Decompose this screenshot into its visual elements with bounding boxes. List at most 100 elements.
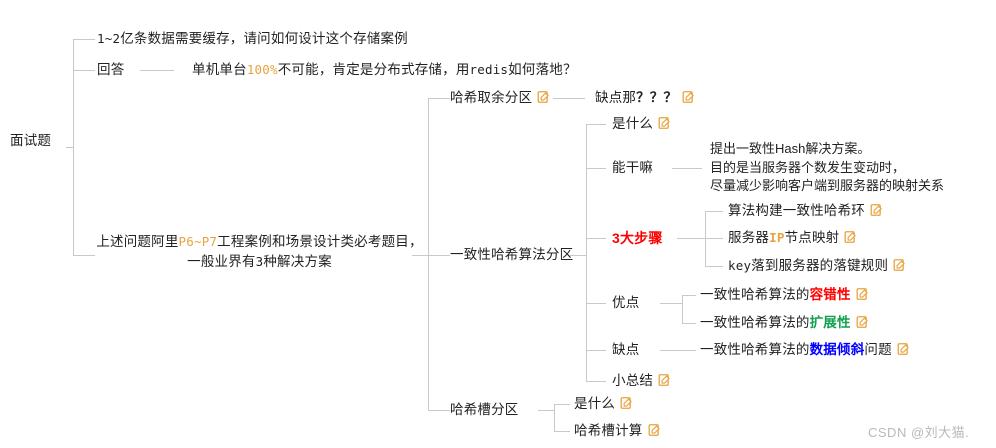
child-what-connector (586, 124, 606, 125)
child-steps-connector (586, 238, 606, 239)
step1-connector (705, 211, 723, 212)
note-edit-icon[interactable] (856, 287, 869, 301)
consistent-hash-out-stub (570, 255, 586, 256)
node-what-is-it[interactable]: 是什么 (612, 115, 671, 133)
branch-answer-connector (73, 70, 95, 71)
pro-1-keyword: 容错性 (809, 287, 851, 302)
step3-connector (705, 266, 723, 267)
node-question[interactable]: 1~2亿条数据需要缓存，请问如何设计这个存储案例 (97, 30, 408, 48)
step2-connector (705, 238, 723, 239)
root-node-label[interactable]: 面试题 (10, 133, 52, 148)
consistent-hash-trunk (586, 124, 587, 381)
answer-detail-percent: 100% (246, 62, 278, 77)
child-cando-connector (586, 168, 606, 169)
step-2-label-ip: IP (769, 230, 785, 245)
pro-2-prefix: 一致性哈希算法的 (700, 315, 810, 330)
step-2-label-a: 服务器 (728, 230, 770, 245)
pro-2-keyword: 扩展性 (809, 315, 851, 330)
con-1-suffix: 问题 (864, 342, 892, 357)
topic-hashmod-connector (428, 98, 450, 99)
con-1-keyword: 数据倾斜 (809, 342, 865, 357)
node-answer-detail[interactable]: 单机单台100%不可能，肯定是分布式存储，用redis如何落地？ (192, 61, 577, 79)
step-3-label-key: key (728, 258, 752, 273)
node-pros[interactable]: 优点 (612, 295, 640, 310)
drawback-text: 缺点那 (595, 90, 637, 105)
con-1-prefix: 一致性哈希算法的 (700, 342, 810, 357)
summary-label: 小总结 (612, 373, 654, 388)
child-cons-connector (586, 350, 606, 351)
node-pro-2[interactable]: 一致性哈希算法的扩展性 (700, 314, 869, 332)
branch-question-connector (73, 39, 95, 40)
main-topic-p6p7: P6~P7 (178, 234, 218, 249)
answer-child-connector (140, 70, 174, 71)
hash-slot-child2-connector (554, 431, 570, 432)
topics-trunk-line (428, 98, 429, 410)
node-cons[interactable]: 缺点 (612, 342, 640, 357)
node-step-2[interactable]: 服务器IP节点映射 (728, 229, 857, 247)
answer-detail-mid: 不可能，肯定是分布式存储，用 (277, 62, 470, 77)
topic-hashslot-connector (428, 410, 450, 411)
main-topic-line2a: 一般业界有 (187, 254, 256, 269)
three-steps-out-stub (677, 238, 705, 239)
step-1-label: 算法构建一致性哈希环 (728, 203, 865, 218)
node-consistent-hash[interactable]: 一致性哈希算法分区 (450, 247, 574, 262)
can-do-detail-connector (672, 168, 702, 169)
hash-slot-trunk (554, 404, 555, 431)
note-edit-icon[interactable] (658, 373, 671, 387)
hash-slot-out-stub (538, 410, 554, 411)
main-topic-count: 3 (255, 254, 264, 269)
hash-mod-child-connector (553, 98, 585, 99)
child-summary-connector (586, 381, 606, 382)
child-pros-connector (586, 303, 606, 304)
step-2-label-b: 节点映射 (784, 230, 840, 245)
note-edit-icon[interactable] (897, 342, 910, 356)
node-hash-mod[interactable]: 哈希取余分区 (450, 89, 550, 107)
answer-detail-pre: 单机单台 (192, 62, 247, 77)
main-topic-line1c: 工程案例和场景设计类必考题目， (217, 234, 423, 249)
step-3-label-b: 落到服务器的落键规则 (751, 258, 889, 273)
node-main-topic[interactable]: 上述问题阿里P6~P7工程案例和场景设计类必考题目， 一般业界有3种解决方案 (92, 232, 427, 272)
node-three-steps[interactable]: 3大步骤 (612, 230, 663, 246)
note-edit-icon[interactable] (658, 116, 671, 130)
note-edit-icon[interactable] (844, 230, 857, 244)
topic-consistent-connector (428, 255, 450, 256)
node-step-1[interactable]: 算法构建一致性哈希环 (728, 202, 883, 220)
node-pro-1[interactable]: 一致性哈希算法的容错性 (700, 286, 869, 304)
main-topic-to-trunk (412, 255, 428, 256)
pros-trunk (682, 295, 683, 323)
note-edit-icon[interactable] (648, 423, 661, 437)
note-edit-icon[interactable] (870, 203, 883, 217)
hash-slot-calc-label: 哈希槽计算 (574, 423, 643, 438)
branch-main-connector (73, 255, 95, 256)
answer-detail-post: 如何落地？ (508, 62, 577, 77)
node-question-number: 1~2 (97, 31, 121, 46)
note-edit-icon[interactable] (682, 90, 695, 104)
main-trunk-line (73, 39, 74, 255)
pros-out-stub (660, 303, 682, 304)
node-step-3[interactable]: key落到服务器的落键规则 (728, 257, 906, 275)
cons-child-connector (660, 350, 696, 351)
node-can-do-detail[interactable]: 提出一致性Hash解决方案。 目的是当服务器个数发生变动时， 尽量减少影响客户端… (710, 141, 945, 193)
node-hash-slot[interactable]: 哈希槽分区 (450, 402, 519, 417)
node-summary[interactable]: 小总结 (612, 372, 671, 390)
node-answer[interactable]: 回答 (97, 62, 125, 77)
note-edit-icon[interactable] (537, 90, 550, 104)
watermark: CSDN @刘大猫. (868, 425, 970, 440)
node-hash-mod-drawback[interactable]: 缺点那？？？ (595, 89, 695, 107)
node-hash-mod-label: 哈希取余分区 (450, 90, 533, 105)
root-connector-line (66, 147, 74, 148)
hash-slot-what-label: 是什么 (574, 396, 616, 411)
main-topic-line1a: 上述问题阿里 (96, 234, 179, 249)
node-can-do[interactable]: 能干嘛 (612, 160, 654, 175)
answer-detail-redis: redis (469, 62, 509, 77)
note-edit-icon[interactable] (620, 396, 633, 410)
drawback-marks: ？？？ (636, 90, 678, 105)
note-edit-icon[interactable] (856, 315, 869, 329)
node-question-text: 亿条数据需要缓存，请问如何设计这个存储案例 (120, 31, 408, 46)
node-hash-slot-what[interactable]: 是什么 (574, 395, 633, 413)
note-edit-icon[interactable] (893, 258, 906, 272)
what-is-it-label: 是什么 (612, 116, 654, 131)
node-con-1[interactable]: 一致性哈希算法的数据倾斜问题 (700, 341, 910, 359)
node-hash-slot-calc[interactable]: 哈希槽计算 (574, 422, 661, 440)
